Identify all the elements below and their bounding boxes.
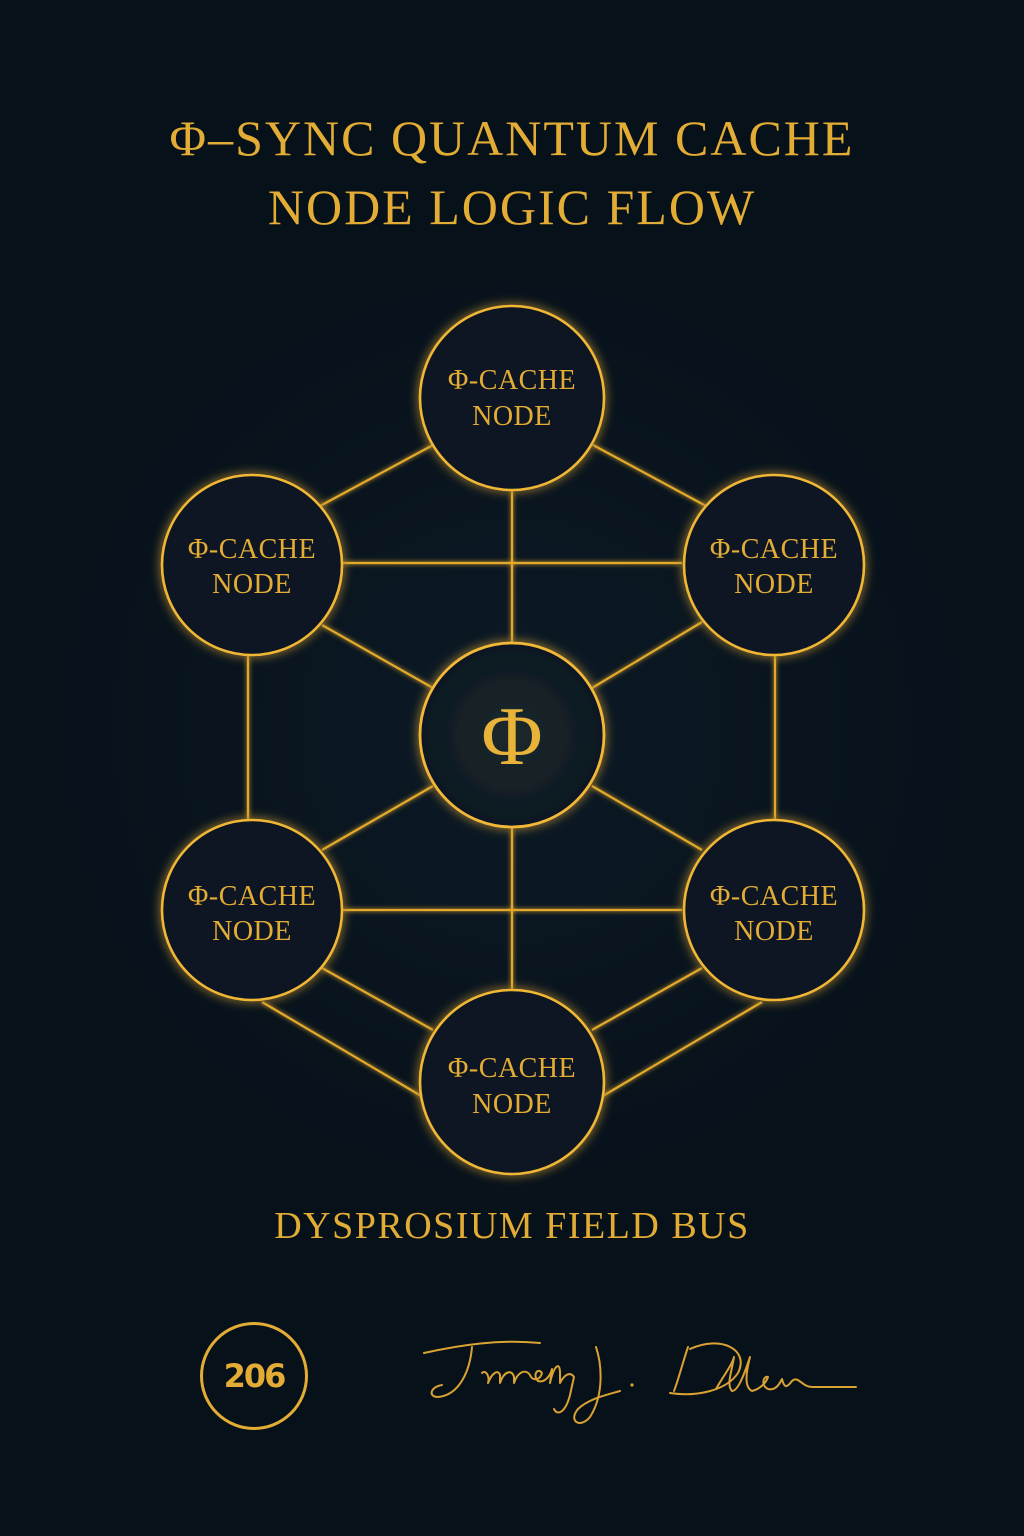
cache-node-top[interactable]: Φ-CACHE NODE [418, 304, 606, 492]
node-circle [418, 304, 606, 492]
cache-node-upper-right[interactable]: Φ-CACHE NODE [682, 473, 866, 657]
center-phi-node[interactable]: Φ [418, 641, 606, 829]
badge-text: 206 [223, 1357, 287, 1395]
title-line-2: NODE LOGIC FLOW [267, 179, 757, 235]
edge-upper-left-center [321, 624, 434, 689]
node-label-line1: Φ-CACHE [710, 881, 838, 912]
node-circle [682, 473, 866, 657]
edge-center-lower-right [591, 785, 703, 851]
node-circle [682, 818, 866, 1002]
signature-image [423, 1340, 857, 1424]
edge-lower-left-outer [261, 1001, 429, 1101]
edges [246, 444, 777, 1101]
number-badge: 206 [200, 1322, 308, 1430]
node-label-line2: NODE [472, 401, 552, 432]
node-label-line1: Φ-CACHE [188, 881, 316, 912]
edge-upper-right-center [591, 621, 703, 689]
node-label-line2: NODE [212, 569, 292, 600]
node-circle [160, 818, 344, 1002]
bus-label: DYSPROSIUM FIELD BUS [274, 1205, 750, 1247]
node-label-line2: NODE [734, 916, 814, 947]
edge-center-lower-left [321, 785, 434, 851]
edge-lower-right-bottom [591, 967, 703, 1031]
center-circle [418, 641, 606, 829]
node-label-line1: Φ-CACHE [448, 1053, 576, 1084]
cache-node-lower-left[interactable]: Φ-CACHE NODE [160, 818, 344, 1002]
title-line-1: Φ–SYNC QUANTUM CACHE [169, 110, 855, 166]
cache-node-upper-left[interactable]: Φ-CACHE NODE [160, 473, 344, 657]
edge-top-upper-left [319, 444, 434, 507]
node-label-line2: NODE [472, 1089, 552, 1120]
node-circle [418, 988, 606, 1176]
node-label-line1: Φ-CACHE [188, 534, 316, 565]
node-label-line2: NODE [734, 569, 814, 600]
edge-top-upper-right [592, 444, 707, 507]
node-label-line2: NODE [212, 916, 292, 947]
node-label-line1: Φ-CACHE [710, 534, 838, 565]
cache-node-lower-right[interactable]: Φ-CACHE NODE [682, 818, 866, 1002]
diagram-title: Φ–SYNC QUANTUM CACHE NODE LOGIC FLOW [0, 104, 1024, 242]
node-label-line1: Φ-CACHE [448, 365, 576, 396]
phi-symbol: Φ [481, 690, 542, 783]
edge-lower-left-bottom [321, 967, 434, 1031]
cache-node-bottom[interactable]: Φ-CACHE NODE [418, 988, 606, 1176]
edge-lower-right-outer [595, 1001, 763, 1101]
node-circle [160, 473, 344, 657]
